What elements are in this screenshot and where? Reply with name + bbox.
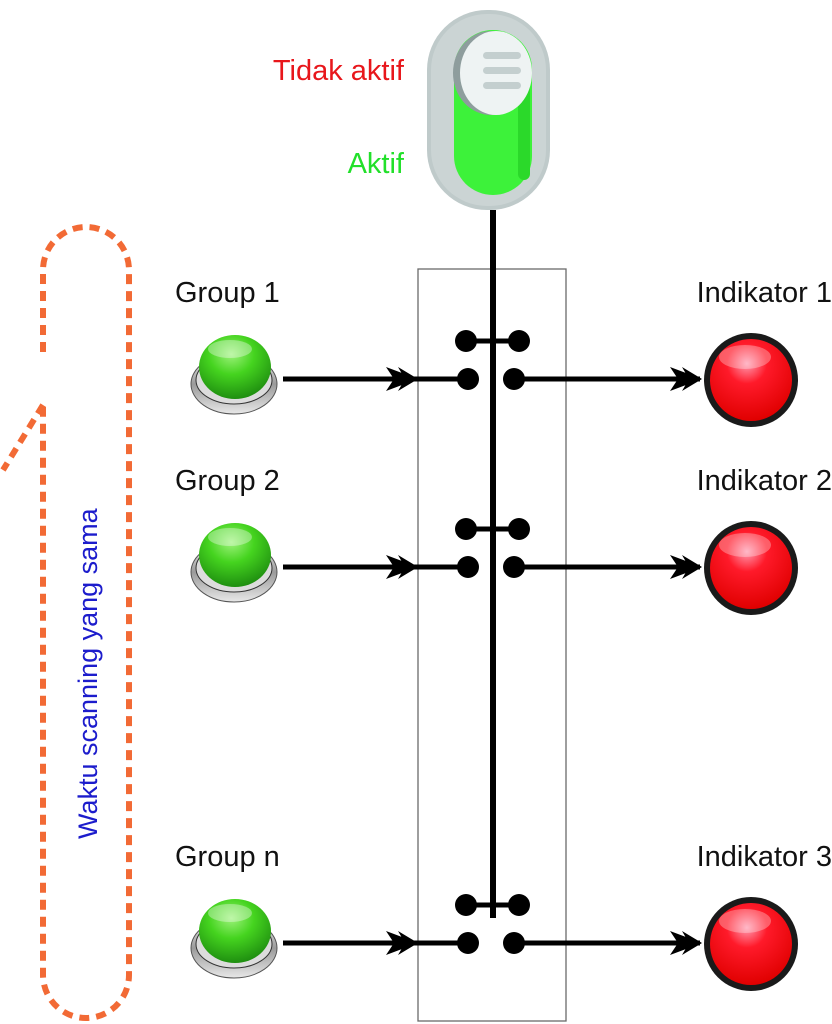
red-indicator-lamp-icon [704,521,798,615]
double-arrowhead-icon [386,555,418,579]
row-1: Group 1 Indikator 1 [175,277,832,427]
inactive-state-label: Tidak aktif [273,55,405,87]
double-arrowhead-icon [386,367,418,391]
scan-loop: Waktu scanning yang sama [0,224,132,1021]
green-push-button-icon[interactable] [190,523,278,603]
main-toggle-switch[interactable] [427,10,550,210]
scan-time-label: Waktu scanning yang sama [73,507,103,839]
group-label: Group 2 [175,465,280,497]
grip-line-icon [483,52,521,59]
wire-end-mask [489,918,497,958]
red-indicator-lamp-icon [704,897,798,991]
contact-switch-icon [455,330,530,390]
double-arrowhead-icon [386,931,418,955]
green-push-button-icon[interactable] [190,899,278,979]
indicator-label: Indikator 3 [697,841,832,873]
double-arrowhead-icon [670,931,702,955]
indicator-label: Indikator 1 [697,277,832,309]
active-state-label: Aktif [348,148,405,180]
contact-switch-icon [455,518,530,578]
contact-switch-icon [455,894,530,954]
double-arrowhead-icon [670,367,702,391]
row-2: Group 2 Indikator 2 [175,465,832,615]
red-indicator-lamp-icon [704,333,798,427]
dashed-loop-arrow-icon [0,224,132,1021]
indicator-label: Indikator 2 [697,465,832,497]
row-3: Group n Indikator 3 [175,841,832,991]
green-push-button-icon[interactable] [190,335,278,415]
double-arrowhead-icon [670,555,702,579]
group-label: Group 1 [175,277,280,309]
group-label: Group n [175,841,280,873]
